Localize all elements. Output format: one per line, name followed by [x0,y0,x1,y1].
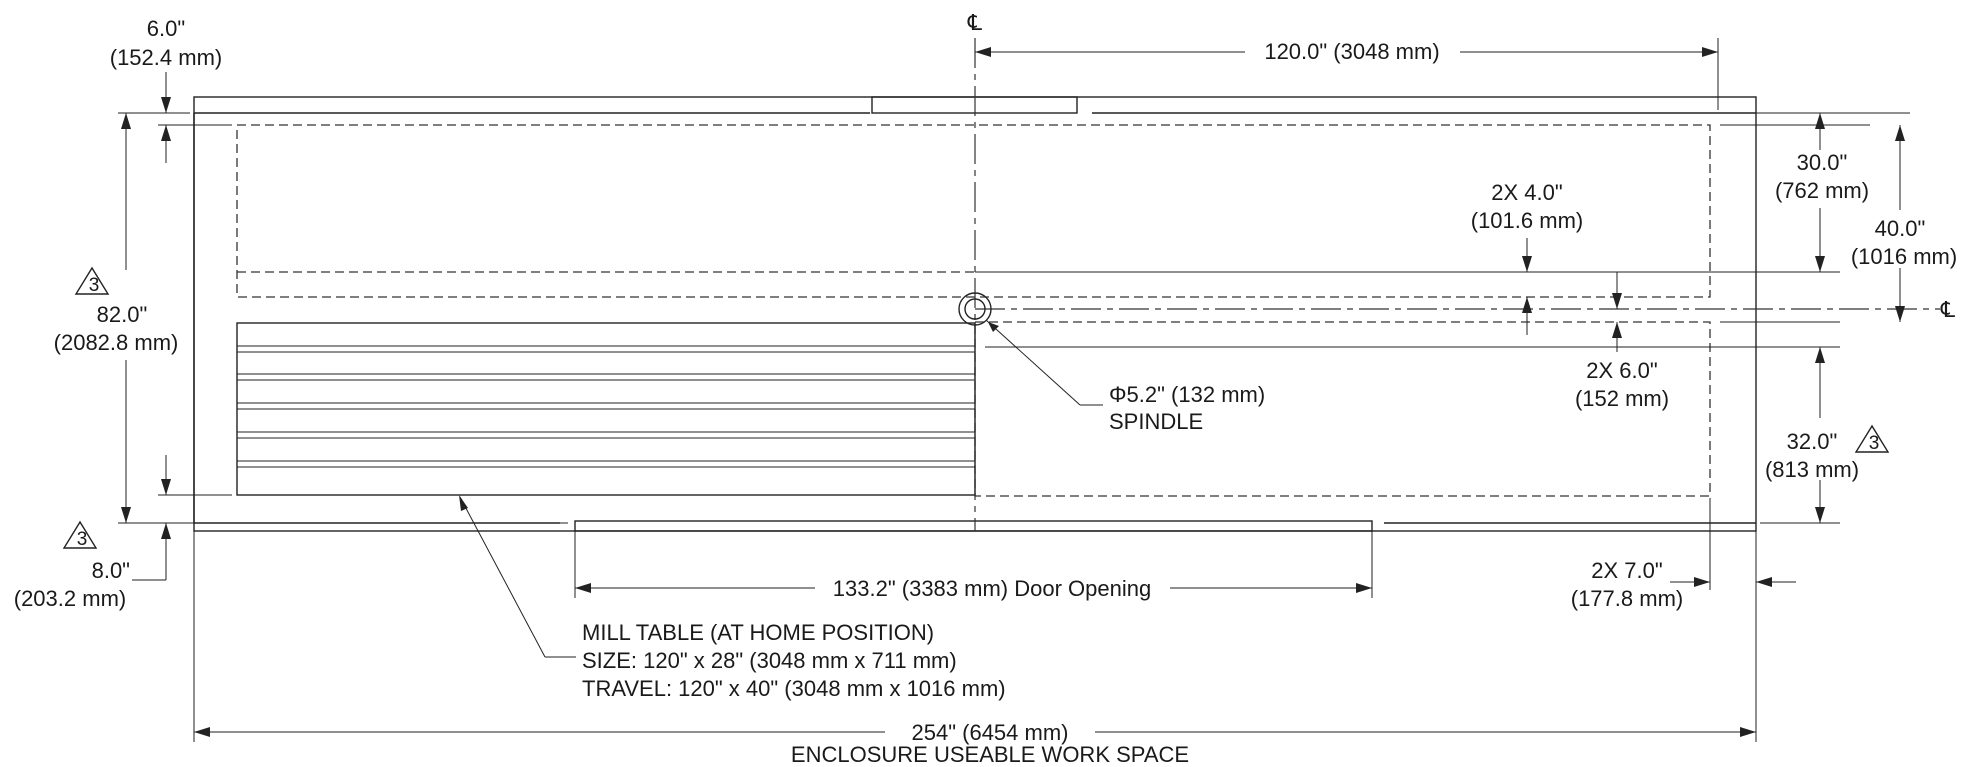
reference-lines [975,112,1910,590]
note-3-marker-right [1854,424,1890,453]
left-height-imperial: 82.0" [97,302,148,327]
note-3-text-bottom: 3 [77,529,88,550]
note-3-marker-left [74,266,110,295]
offset-7-imperial: 2X 7.0" [1591,558,1662,583]
vertical-centerline-symbol: ℄ [967,10,983,35]
spindle-diameter-label: Φ5.2" (132 mm) [1109,382,1265,407]
offset-4-imperial: 2X 4.0" [1491,180,1562,205]
spindle-outer-circle [958,292,992,326]
dimension-door-opening: 133.2" (3383 mm) Door Opening [574,531,1373,601]
mill-table-size: SIZE: 120" x 28" (3048 mm x 711 mm) [582,648,957,673]
mill-table-travel: TRAVEL: 120" x 40" (3048 mm x 1016 mm) [582,676,1006,701]
top-width-label: 120.0" (3048 mm) [1264,39,1439,64]
left-offset-top-metric: (152.4 mm) [110,45,222,70]
offset-4-metric: (101.6 mm) [1471,208,1583,233]
horizontal-centerline-symbol: ℄ [1940,297,1956,322]
offset-7-metric: (177.8 mm) [1571,586,1683,611]
right-total-metric: (1016 mm) [1851,244,1957,269]
right-upper-imperial: 30.0" [1797,150,1848,175]
dimension-offset-4: 2X 4.0" (101.6 mm) [1471,180,1622,335]
right-lower-metric: (813 mm) [1765,457,1859,482]
bottom-door-opening [574,520,1373,532]
dimension-top-width: 120.0" (3048 mm) [975,38,1719,110]
centerlines: ℄ ℄ [967,10,1956,531]
enclosure-caption: ENCLOSURE USEABLE WORK SPACE [791,742,1189,767]
dimension-overall-width: 254" (6454 mm) ENCLOSURE USEABLE WORK SP… [193,531,1757,767]
mill-table-title: MILL TABLE (AT HOME POSITION) [582,620,934,645]
dimension-right-lower: 32.0" 3 (813 mm) [1765,347,1890,523]
note-3-marker-bottom [62,520,98,549]
right-total-imperial: 40.0" [1875,216,1926,241]
overall-width-label: 254" (6454 mm) [912,720,1069,745]
dimension-right-upper: 30.0" (762 mm) [1775,113,1869,272]
left-offset-bottom-imperial: 8.0" [92,558,130,583]
spindle-inner-circle [964,298,986,320]
mill-table [236,322,976,496]
dimension-left-height: 3 82.0" (2082.8 mm) [54,113,568,524]
dimension-offset-6: 2X 6.0" (152 mm) [1575,322,1669,411]
spindle-label: SPINDLE [1109,409,1203,434]
dimension-left-offset-top: 6.0" (152.4 mm) [110,16,232,163]
spindle: Φ5.2" (132 mm) SPINDLE [958,292,1265,434]
left-offset-top-imperial: 6.0" [147,16,185,41]
offset-6-metric: (152 mm) [1575,386,1669,411]
dimension-offset-7: 2X 7.0" (177.8 mm) [1571,558,1796,611]
left-height-metric: (2082.8 mm) [54,330,179,355]
note-3-text-right: 3 [1869,433,1880,454]
offset-6-imperial: 2X 6.0" [1586,358,1657,383]
left-offset-bottom-metric: (203.2 mm) [14,586,126,611]
dimension-right-total: 40.0" (1016 mm) [1851,125,1957,322]
mill-table-callout: MILL TABLE (AT HOME POSITION) SIZE: 120"… [459,495,1006,701]
door-opening-label: 133.2" (3383 mm) Door Opening [833,576,1151,601]
note-3-text-left: 3 [89,275,100,296]
right-lower-imperial: 32.0" [1787,429,1838,454]
right-upper-metric: (762 mm) [1775,178,1869,203]
dimension-left-offset-bottom: 3 8.0" (203.2 mm) [14,455,171,611]
travel-envelope [236,124,1711,497]
